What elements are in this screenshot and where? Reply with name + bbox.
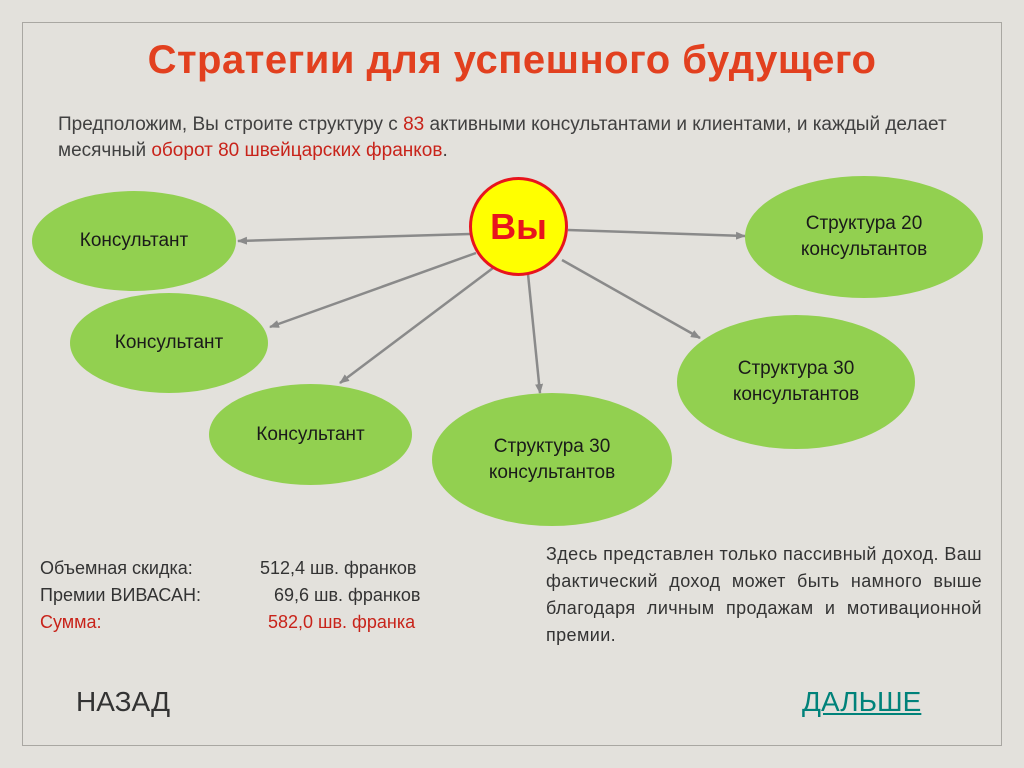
arrow-to-structure-30-bottom <box>526 273 544 394</box>
page-title: Стратегии для успешного будущего <box>147 38 877 82</box>
bonus-row-volume-discount: Объемная скидка: 512,4 шв. франков <box>40 555 480 582</box>
consultant-node-3: Консультант <box>209 384 412 485</box>
structure-30-right-node: Структура 30 консультантов <box>677 315 915 449</box>
passive-income-note: Здесь представлен только пассивный доход… <box>546 544 982 645</box>
intro-part-1: Предположим, Вы строите структуру с <box>58 114 404 135</box>
consultant-node-2: Консультант <box>70 293 268 393</box>
intro-turnover: оборот 80 швейцарских франков <box>151 140 443 161</box>
total-label: Сумма: <box>40 612 102 632</box>
bonus-row-total: Сумма: 582,0 шв. франка <box>40 609 480 636</box>
structure-20-node: Структура 20 консультантов <box>745 176 983 298</box>
intro-part-2: активными консультантами и клиентами, и … <box>58 114 947 161</box>
arrow-to-consultant-3 <box>339 267 494 384</box>
intro-part-3: . <box>442 140 448 161</box>
intro-text: Предположим, Вы строите структуру с 83 а… <box>58 112 998 164</box>
structure-30-bottom-node: Структура 30 консультантов <box>432 393 672 526</box>
bonus-summary: Объемная скидка: 512,4 шв. франков Преми… <box>40 555 480 636</box>
bonus-value: 512,4 шв. франков <box>260 558 417 578</box>
intro-count: 83 <box>403 114 425 135</box>
you-node: Вы <box>469 177 568 276</box>
bonus-label: Объемная скидка: <box>40 558 193 578</box>
arrow-to-consultant-2 <box>269 251 477 329</box>
bonus-label: Премии ВИВАСАН: <box>40 585 202 605</box>
arrow-to-structure-20 <box>567 228 746 240</box>
total-value: 582,0 шв. франка <box>268 612 416 632</box>
bonus-value: 69,6 шв. франков <box>274 585 421 605</box>
arrow-to-consultant-1 <box>237 232 471 245</box>
next-link[interactable]: ДАЛЬШЕ <box>802 686 922 717</box>
slide-frame <box>22 22 1002 746</box>
bonus-row-vivasan-premium: Премии ВИВАСАН: 69,6 шв. франков <box>40 582 480 609</box>
back-button[interactable]: НАЗАД <box>76 686 171 717</box>
consultant-node-1: Консультант <box>32 191 236 291</box>
arrow-to-structure-30-right <box>561 258 701 340</box>
